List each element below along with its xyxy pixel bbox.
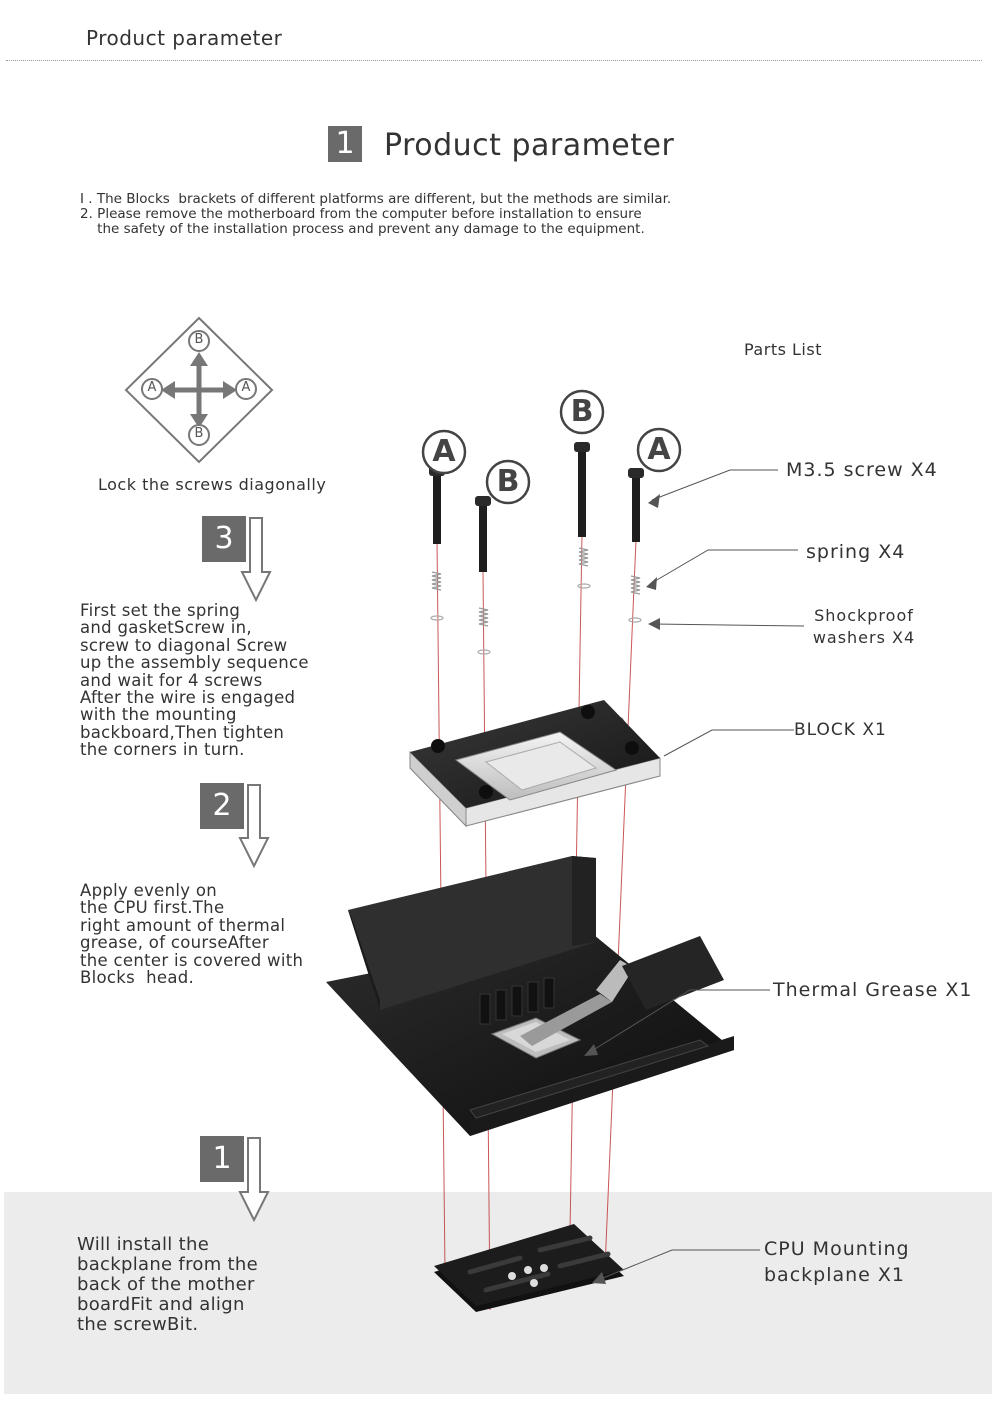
- lock-letter-left: A: [147, 380, 157, 395]
- step-2-arrow: [238, 784, 270, 869]
- lock-letter-top: B: [194, 332, 204, 347]
- page-header-title: Product parameter: [86, 26, 283, 50]
- note-line-2: 2. Please remove the motherboard from th…: [80, 206, 642, 222]
- part-spring-label: spring X4: [806, 541, 906, 563]
- screw-label-circle-2: [485, 459, 531, 505]
- screw-3: [574, 442, 590, 537]
- lock-bottom-circle: [188, 424, 210, 446]
- screw-2: [475, 496, 491, 572]
- note-line-1: I . The Blocks brackets of different pla…: [80, 191, 672, 207]
- screw-letter-1: A: [432, 434, 456, 469]
- lock-letter-bottom: B: [194, 426, 204, 441]
- screw-letter-3: B: [570, 394, 594, 429]
- screw-1: [429, 466, 445, 544]
- step-3-text: First set the spring and gasketScrew in,…: [80, 601, 309, 760]
- section-number-badge: 1: [328, 126, 362, 162]
- screw-4: [628, 468, 644, 542]
- callout-lines: [589, 469, 805, 1281]
- lock-left-circle: [141, 378, 163, 400]
- screw-letter-4: A: [647, 432, 671, 467]
- callout-arrow-3: [648, 618, 660, 630]
- lock-letter-right: A: [241, 380, 251, 395]
- step-1-text: Will install the backplane from the back…: [77, 1234, 258, 1335]
- step-3-arrow: [240, 517, 272, 603]
- lock-top-circle: [188, 330, 210, 352]
- part-thermal-grease-label: Thermal Grease X1: [773, 979, 973, 1001]
- part-backplane-label: CPU Mounting backplane X1: [764, 1238, 910, 1286]
- callout-arrow-6: [592, 1272, 606, 1284]
- step-1-arrow: [238, 1137, 270, 1223]
- step-2-text: Apply evenly on the CPU first.The right …: [80, 881, 304, 988]
- screw-label-circle-4: [636, 427, 682, 473]
- lock-right-circle: [235, 378, 257, 400]
- screw-label-circle-3: [559, 389, 605, 435]
- step-2-badge: 2: [200, 783, 244, 829]
- screw-label-circle-1: [421, 429, 467, 475]
- lock-diagram: [124, 316, 274, 464]
- section-title: Product parameter: [384, 128, 675, 163]
- header-divider: [6, 60, 982, 61]
- part-washers-label: Shockproof washers X4: [812, 606, 916, 647]
- parts-list-label: Parts List: [744, 340, 822, 359]
- step-1-badge: 1: [200, 1136, 244, 1182]
- note-line-3: the safety of the installation process a…: [80, 221, 645, 237]
- lock-diagram-caption: Lock the screws diagonally: [98, 475, 327, 494]
- part-screw-label: M3.5 screw X4: [786, 459, 938, 481]
- part-block-label: BLOCK X1: [794, 720, 887, 740]
- washers: [430, 583, 642, 655]
- step-3-badge: 3: [202, 516, 246, 562]
- springs: [431, 547, 641, 627]
- callout-arrow-2: [646, 577, 657, 590]
- screw-letter-2: B: [496, 464, 520, 499]
- motherboard: [326, 856, 734, 1136]
- callout-arrow-1: [648, 494, 660, 508]
- cpu-block: [409, 700, 661, 828]
- cpu-backplane: [434, 1224, 624, 1312]
- callout-arrow-5: [584, 1044, 598, 1056]
